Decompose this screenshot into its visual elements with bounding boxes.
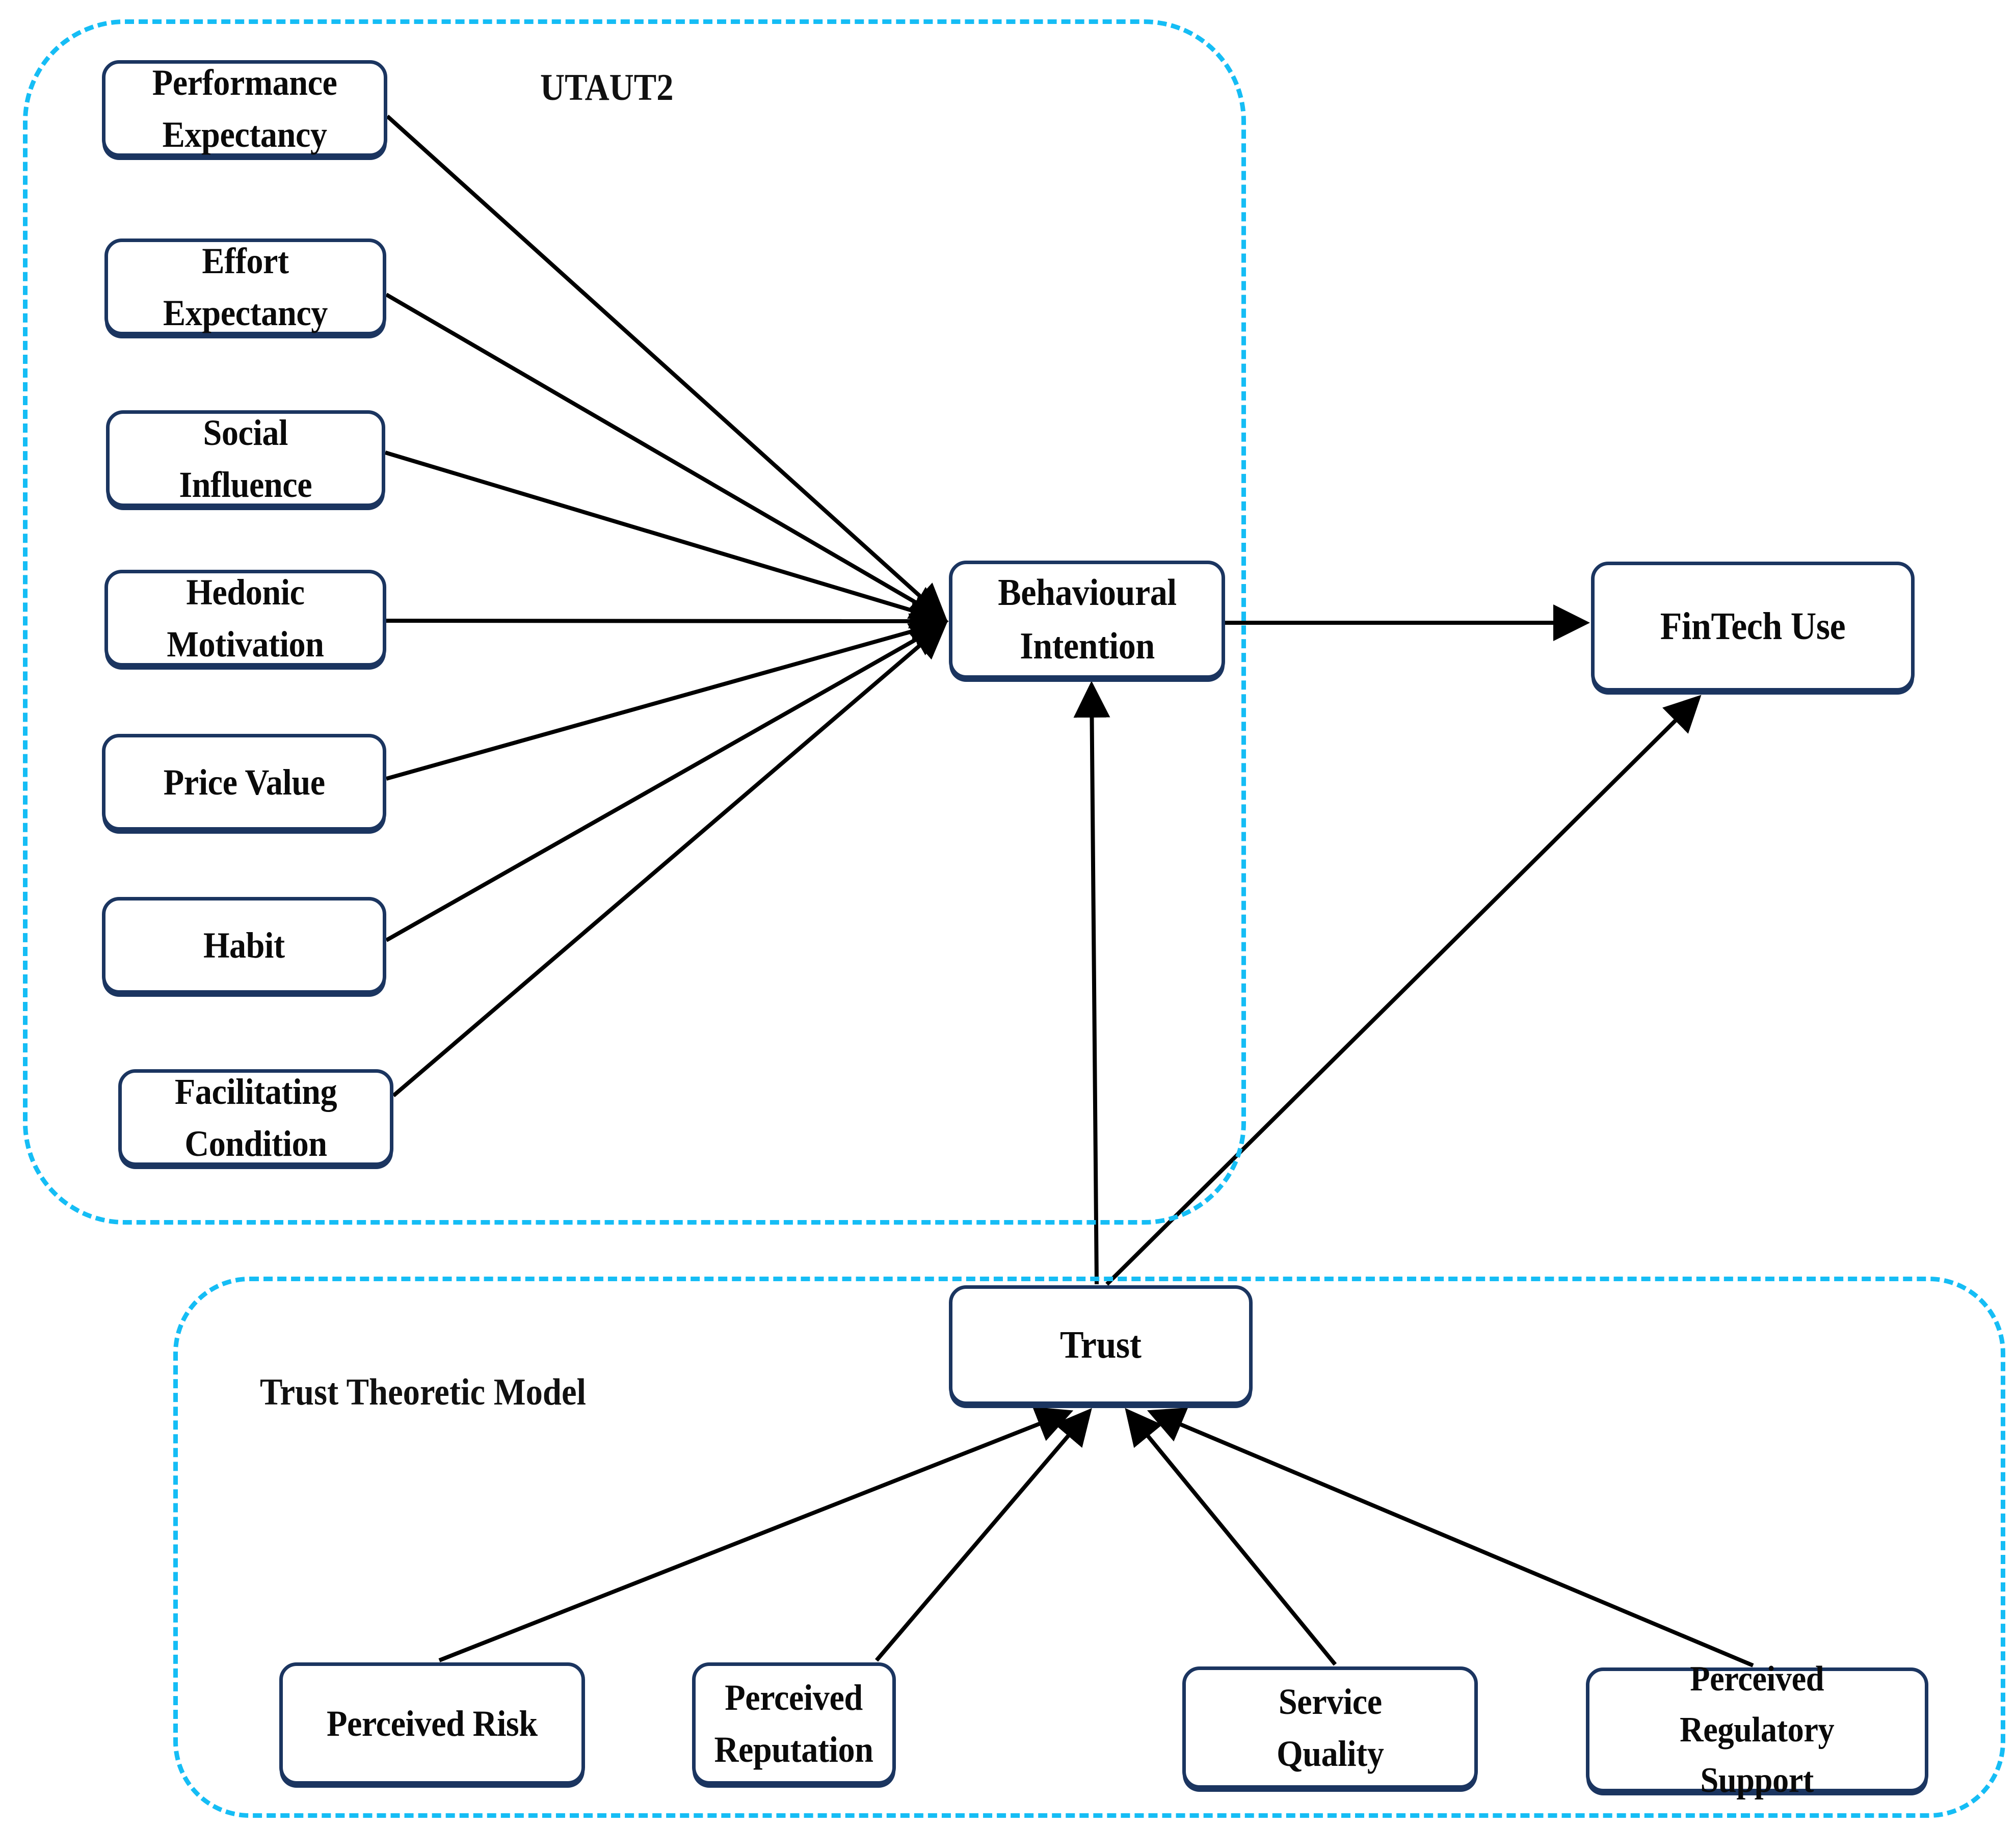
node-label-price-value: Price Value: [163, 761, 325, 803]
node-label-perceived-regulatory-support: Perceived Regulatory Support: [1680, 1659, 1835, 1800]
region-trust-theoretic-model: [173, 1277, 2005, 1818]
node-price-value[interactable]: Price Value: [102, 734, 386, 831]
node-perceived-reputation[interactable]: Perceived Reputation: [692, 1662, 896, 1785]
node-behavioural-intention[interactable]: Behavioural Intention: [949, 561, 1225, 679]
node-label-behavioural-intention: Behavioural Intention: [997, 571, 1177, 667]
node-label-trust: Trust: [1060, 1323, 1142, 1366]
node-service-quality[interactable]: Service Quality: [1182, 1666, 1478, 1789]
node-perceived-risk[interactable]: Perceived Risk: [279, 1662, 585, 1785]
node-label-fintech-use: FinTech Use: [1660, 604, 1846, 648]
node-performance-expectancy[interactable]: Performance Expectancy: [102, 60, 387, 157]
node-label-social-influence: Social Influence: [179, 412, 312, 505]
node-hedonic-motivation[interactable]: Hedonic Motivation: [104, 570, 386, 667]
region-label-utaut2: UTAUT2: [540, 67, 674, 109]
node-habit[interactable]: Habit: [102, 897, 386, 994]
node-effort-expectancy[interactable]: Effort Expectancy: [104, 239, 386, 335]
node-perceived-regulatory-support[interactable]: Perceived Regulatory Support: [1586, 1659, 1928, 1800]
region-label-trust-theoretic-model: Trust Theoretic Model: [260, 1371, 587, 1413]
node-label-effort-expectancy: Effort Expectancy: [163, 240, 328, 333]
node-label-facilitating-condition: Facilitating Condition: [174, 1071, 337, 1164]
node-social-influence[interactable]: Social Influence: [106, 410, 385, 507]
node-label-perceived-reputation: Perceived Reputation: [714, 1677, 873, 1770]
node-label-habit: Habit: [203, 924, 285, 966]
node-fintech-use[interactable]: FinTech Use: [1591, 562, 1915, 692]
node-label-hedonic-motivation: Hedonic Motivation: [167, 571, 324, 665]
node-label-performance-expectancy: Performance Expectancy: [152, 62, 337, 155]
node-label-service-quality: Service Quality: [1276, 1681, 1384, 1774]
node-trust[interactable]: Trust: [949, 1285, 1253, 1405]
node-label-perceived-risk: Perceived Risk: [327, 1703, 538, 1744]
node-facilitating-condition[interactable]: Facilitating Condition: [118, 1069, 393, 1166]
